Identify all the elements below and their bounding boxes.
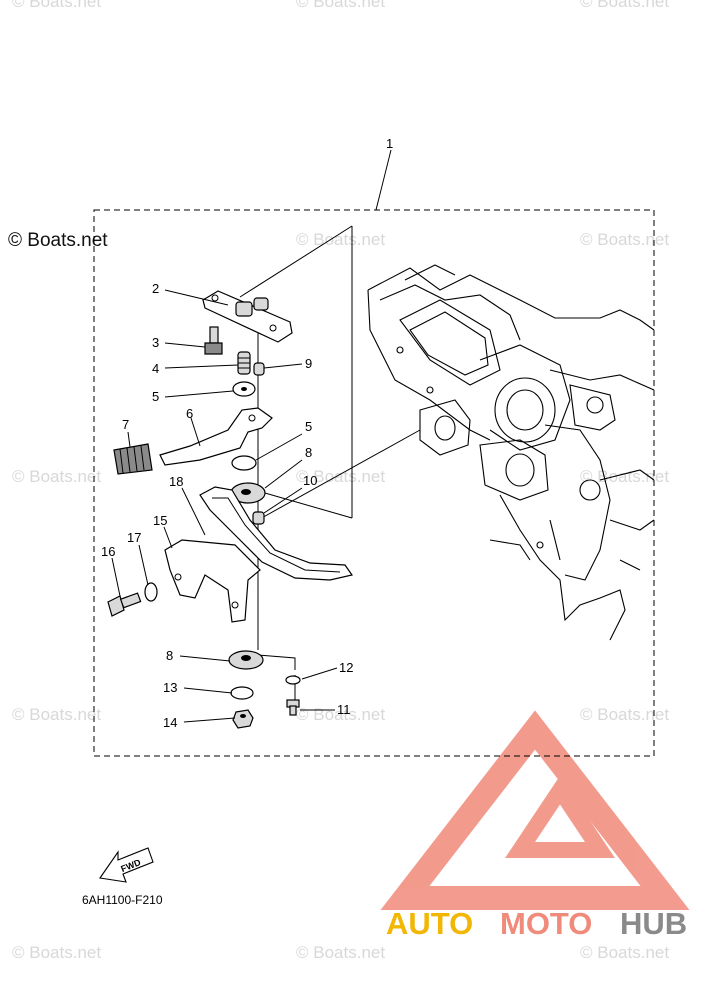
watermark: © Boats.net [12, 705, 101, 724]
callout-13: 13 [163, 680, 177, 695]
part-6-lever [159, 407, 273, 466]
part-18-friction-plate [199, 486, 354, 581]
watermark: © Boats.net [12, 0, 101, 11]
part-5-washer-hole [241, 387, 247, 391]
callout-5: 5 [305, 419, 312, 434]
assembly-boundary [93, 209, 655, 757]
leader-line [375, 149, 392, 211]
part-8-bushing [228, 650, 264, 670]
part-9-collar [253, 362, 265, 376]
watermark: © Boats.net [12, 943, 101, 962]
part-4-pin [237, 351, 251, 375]
watermark: © Boats.net [580, 230, 669, 249]
callout-8: 8 [305, 445, 312, 460]
part-16-bolt [107, 592, 142, 617]
copyright-notice: © Boats.net [8, 230, 108, 251]
callout-16: 16 [101, 544, 115, 559]
callout-4: 4 [152, 361, 159, 376]
part-11-screw [286, 699, 300, 716]
callout-labels: 1 2 3 4 5 6 7 9 5 8 10 18 15 17 16 8 13 … [101, 136, 393, 730]
callout-7: 7 [122, 417, 129, 432]
watermark: © Boats.net [296, 943, 385, 962]
watermark: © Boats.net [12, 467, 101, 486]
callout-8: 8 [166, 648, 173, 663]
part-8-bushing [230, 482, 266, 504]
part-2-plate [202, 290, 293, 343]
watermark: © Boats.net [296, 230, 385, 249]
brand-wordmark: AUTO MOTO HUB [386, 906, 687, 941]
callout-18: 18 [169, 474, 183, 489]
watermark: © Boats.net [580, 467, 669, 486]
fwd-arrow-icon: FWD [99, 847, 154, 883]
callout-6: 6 [186, 406, 193, 421]
watermark: © Boats.net [580, 943, 669, 962]
part-14-nut [232, 709, 254, 729]
watermark: © Boats.net [296, 467, 385, 486]
callout-17: 17 [127, 530, 141, 545]
callout-2: 2 [152, 281, 159, 296]
callout-1: 1 [386, 136, 393, 151]
part-17-washer [144, 582, 158, 602]
callout-10: 10 [303, 473, 317, 488]
part-7-grip [113, 443, 153, 475]
callout-9: 9 [305, 356, 312, 371]
part-10-collar [252, 511, 265, 525]
callout-3: 3 [152, 335, 159, 350]
callout-12: 12 [339, 660, 353, 675]
watermark: © Boats.net [296, 0, 385, 11]
part-13-washer [230, 686, 254, 700]
brand-part-moto: MOTO [500, 906, 592, 941]
callout-14: 14 [163, 715, 177, 730]
callout-5: 5 [152, 389, 159, 404]
part-5-washer [231, 455, 257, 471]
brand-part-hub: HUB [620, 906, 687, 941]
brand-part-auto: AUTO [386, 906, 473, 941]
watermark-layer: © Boats.net © Boats.net © Boats.net © Bo… [12, 0, 669, 962]
diagram-code: 6AH1100-F210 [82, 893, 163, 907]
part-15-bracket [164, 539, 261, 623]
brand-logo-mark [380, 710, 690, 910]
callout-11: 11 [337, 702, 351, 717]
watermark: © Boats.net [580, 705, 669, 724]
callout-15: 15 [153, 513, 167, 528]
engine-bracket-outline [367, 264, 655, 641]
part-3-bolt [204, 326, 223, 355]
watermark: © Boats.net [580, 0, 669, 11]
leader-lines [111, 289, 338, 723]
part-12-washer [285, 675, 301, 685]
